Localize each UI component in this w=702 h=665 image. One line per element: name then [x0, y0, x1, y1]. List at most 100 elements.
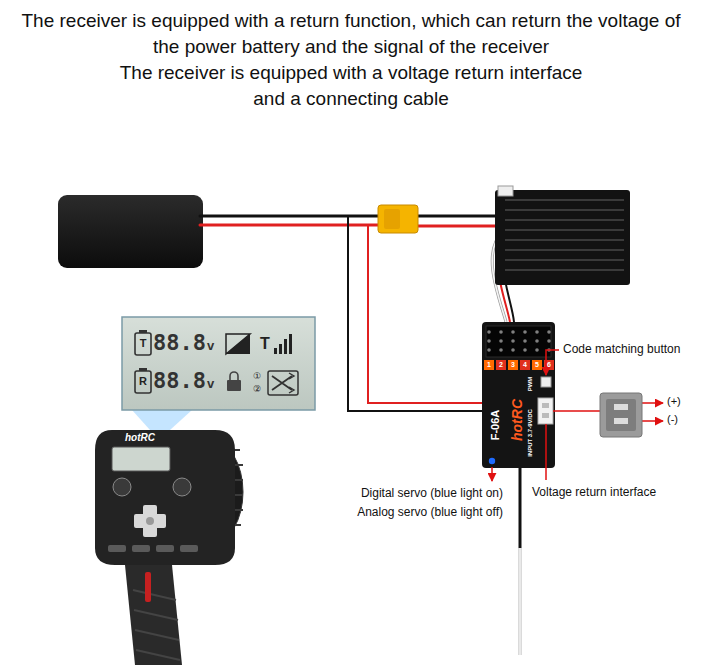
receiver-body-part-part — [511, 330, 515, 334]
esc-part-part — [505, 219, 624, 221]
esc-part — [505, 200, 624, 270]
polarity-label: (-) — [667, 413, 678, 426]
lcd-signal-tag: T — [260, 334, 270, 353]
receiver-body-part-part — [520, 360, 530, 370]
channel-number: 1 — [487, 361, 491, 369]
transmitter-part — [145, 572, 151, 602]
esc-part — [498, 186, 513, 196]
leader-lines-part — [546, 350, 559, 375]
receiver-body-part-part — [499, 348, 503, 352]
receiver-body-part-part — [523, 348, 527, 352]
plug-icon-part — [600, 393, 642, 437]
antenna-part — [519, 468, 522, 548]
lcd-model-number: ② — [253, 384, 261, 395]
plug-icon-part — [606, 399, 636, 431]
antenna-part — [519, 548, 522, 655]
polarity-label: (+) — [667, 395, 681, 408]
transmitter-part — [113, 478, 131, 496]
callout-label: Digital servo (blue light on) — [361, 486, 503, 500]
lcd-panel-part — [272, 376, 292, 390]
port-marking: INPUT 3.7-9V/DC — [527, 409, 534, 457]
transmitter-part — [134, 514, 166, 528]
receiver-box: F-06A hotRC — [482, 322, 555, 468]
lcd-panel-part — [226, 334, 250, 354]
subtitle: The receiver is equipped with a voltage … — [116, 60, 586, 112]
title: The receiver is equipped with a return f… — [6, 8, 696, 60]
lcd-model-number: ① — [253, 371, 261, 382]
esc-part-part — [505, 269, 624, 271]
power-wires-part — [368, 225, 484, 403]
power-wires-part — [348, 216, 484, 411]
lcd-panel-part — [227, 380, 241, 391]
transmitter-part — [180, 545, 198, 552]
lcd-panel-part — [135, 371, 151, 393]
channel-number: 3 — [511, 361, 515, 369]
brand-logo: hotRC — [509, 399, 526, 441]
lcd-panel-part — [268, 371, 298, 395]
transmitter-part — [112, 447, 170, 471]
receiver-body — [482, 322, 555, 468]
transmitter — [95, 430, 243, 665]
receiver-body-part-part — [532, 360, 542, 370]
transmitter-logo: hotRC — [125, 432, 155, 444]
callout-label: Analog servo (blue light off) — [357, 505, 503, 519]
transmitter-part — [173, 478, 191, 496]
transmitter-part-part — [134, 610, 178, 620]
lcd-panel — [122, 317, 315, 430]
receiver-body-part — [538, 398, 553, 424]
power-wires-part — [200, 215, 380, 218]
receiver-body-part-part — [496, 360, 506, 370]
xt60-connector-part — [384, 209, 400, 229]
receiver-body-part-part — [523, 330, 527, 334]
esc-part-part — [505, 239, 624, 241]
transmitter-part — [132, 545, 150, 552]
antenna — [520, 468, 521, 655]
lcd-panel-part — [135, 333, 151, 355]
receiver-body-part-part — [487, 330, 491, 334]
xt60-connector — [378, 205, 418, 233]
battery — [58, 195, 203, 268]
lcd-digits: 88.8 — [153, 330, 206, 356]
lcd-panel-part — [289, 373, 294, 393]
model-name: F-06A — [489, 410, 502, 441]
receiver-body-part-part — [484, 360, 494, 370]
lcd-panel-part — [230, 372, 238, 380]
lcd-panel-part — [279, 344, 282, 354]
leader-lines — [492, 350, 663, 481]
lcd-panel-part — [132, 410, 192, 430]
receiver-body-part-part — [547, 330, 551, 334]
battery-part — [58, 195, 203, 268]
antenna-part — [519, 548, 520, 655]
receiver-body-part — [542, 403, 549, 408]
lcd-unit: v — [207, 338, 214, 354]
channel-number: 2 — [499, 361, 503, 369]
receiver-body-part-part — [535, 339, 539, 343]
leader-lines-part — [553, 410, 600, 412]
esc-part-part — [505, 229, 624, 231]
receiver-body-part-part — [535, 330, 539, 334]
callout-label: Code matching button — [563, 342, 680, 356]
transmitter-part-part — [135, 630, 179, 640]
receiver-body-part — [489, 458, 495, 464]
transmitter-part — [108, 545, 126, 552]
receiver-body-part-part — [508, 360, 518, 370]
esc-part-part — [505, 199, 624, 201]
receiver-body-part-part — [535, 348, 539, 352]
lcd-tag: T — [140, 337, 147, 350]
receiver-body-part — [482, 322, 555, 468]
xt60-connector-part — [378, 205, 418, 233]
lcd-panel-part — [274, 348, 277, 354]
port-marking: PWM — [527, 377, 534, 392]
power-wires-part — [418, 215, 497, 218]
leader-lines-part — [545, 424, 547, 480]
lcd-panel-part — [226, 334, 250, 354]
esc-part-part — [505, 259, 624, 261]
transmitter-part-part — [136, 650, 180, 660]
lcd-tag: R — [139, 375, 147, 388]
power-wires-part — [200, 224, 380, 227]
lcd-panel-part — [139, 368, 147, 371]
transmitter-part — [156, 545, 174, 552]
receiver-body-part-part — [499, 330, 503, 334]
transmitter-part — [95, 430, 235, 565]
